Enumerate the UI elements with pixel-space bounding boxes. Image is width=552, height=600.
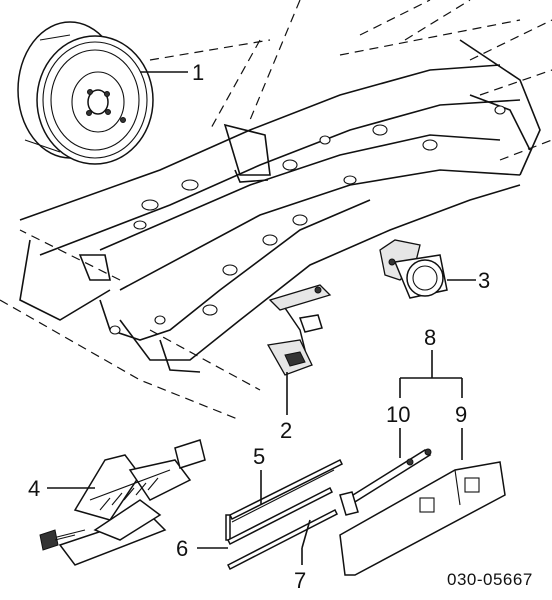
vehicle-frame: [0, 0, 552, 421]
spare-wheel: [17, 21, 154, 165]
jack: [39, 439, 206, 566]
wheel-wrench: [339, 448, 432, 516]
callout-4: 4: [28, 476, 40, 501]
leader-lines: [47, 71, 476, 565]
callout-9: 9: [455, 402, 467, 427]
callout-2: 2: [280, 418, 292, 443]
callout-6: 6: [176, 536, 188, 561]
diagram-part-number: 030-05667: [447, 570, 533, 589]
callout-7: 7: [294, 568, 306, 593]
wheel-chock: [379, 239, 448, 299]
callout-5: 5: [253, 444, 265, 469]
callout-8: 8: [424, 325, 436, 350]
callout-3: 3: [478, 268, 490, 293]
callout-10: 10: [386, 402, 410, 427]
jack-handle-rods: [225, 458, 344, 571]
callouts: 1 2 3 4 5 6 7 8 9 10: [28, 60, 490, 593]
tool-bag: [339, 461, 506, 576]
jack-bracket: [266, 284, 332, 376]
callout-1: 1: [192, 60, 204, 85]
